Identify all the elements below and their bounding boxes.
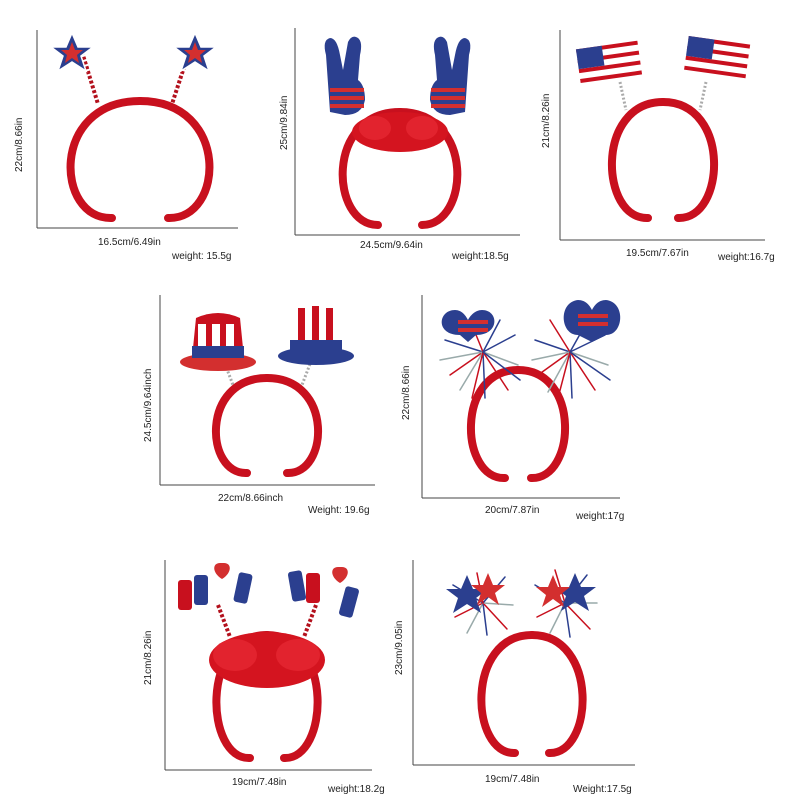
width-label: 19cm/7.48in bbox=[232, 777, 287, 788]
width-label: 22cm/8.66inch bbox=[218, 493, 284, 504]
product-panel-usa-letters: 21cm/8.26in 19cm/7.48in weight:18.2g bbox=[140, 545, 400, 800]
width-label: 19cm/7.48in bbox=[485, 774, 540, 785]
height-label: 21cm/8.26in bbox=[143, 630, 154, 685]
weight-label: weight:18.2g bbox=[328, 784, 385, 795]
usa-letters-headband-illustration bbox=[164, 560, 372, 771]
weight-label: Weight:17.5g bbox=[573, 784, 632, 795]
peace-hand-headband-illustration bbox=[294, 28, 520, 236]
weight-label: weight:16.7g bbox=[718, 252, 775, 263]
width-label: 24.5cm/9.64in bbox=[360, 240, 423, 251]
height-label: 22cm/8.66in bbox=[14, 117, 25, 172]
width-label: 19.5cm/7.67in bbox=[626, 248, 689, 259]
weight-label: weight: 15.5g bbox=[172, 251, 232, 262]
width-label: 20cm/7.87in bbox=[485, 505, 540, 516]
heart-tinsel-headband-illustration bbox=[421, 295, 621, 499]
height-label: 24.5cm/9.64inch bbox=[143, 368, 154, 442]
width-label: 16.5cm/6.49in bbox=[98, 237, 161, 248]
height-label: 23cm/9.05in bbox=[394, 620, 405, 675]
flag-headband-illustration bbox=[559, 30, 765, 241]
uncle-sam-hat-headband-illustration bbox=[159, 295, 375, 486]
weight-label: weight:18.5g bbox=[452, 251, 509, 262]
height-label: 25cm/9.84in bbox=[279, 95, 290, 150]
height-label: 22cm/8.66in bbox=[401, 365, 412, 420]
height-label: 21cm/8.26in bbox=[541, 93, 552, 148]
product-panel-heart-tinsel: 22cm/8.66in 20cm/7.87in weight:17g bbox=[400, 280, 660, 525]
product-panel-peace-hand: 25cm/9.84in 24.5cm/9.64in weight:18.5g bbox=[270, 0, 540, 265]
weight-label: Weight: 19.6g bbox=[308, 505, 370, 516]
product-panel-uncle-sam-hat: 24.5cm/9.64inch 22cm/8.66inch Weight: 19… bbox=[130, 280, 390, 525]
product-panel-star-tinsel: 23cm/9.05in 19cm/7.48in Weight:17.5g bbox=[394, 555, 665, 800]
weight-label: weight:17g bbox=[576, 511, 625, 522]
star-headband-illustration bbox=[36, 30, 238, 229]
product-panel-flag: 21cm/8.26in 19.5cm/7.67in weight:16.7g bbox=[540, 0, 800, 270]
product-panel-star: 22cm/8.66in 16.5cm/6.49in weight: 15.5g bbox=[0, 0, 260, 265]
star-tinsel-headband-illustration bbox=[412, 560, 635, 766]
